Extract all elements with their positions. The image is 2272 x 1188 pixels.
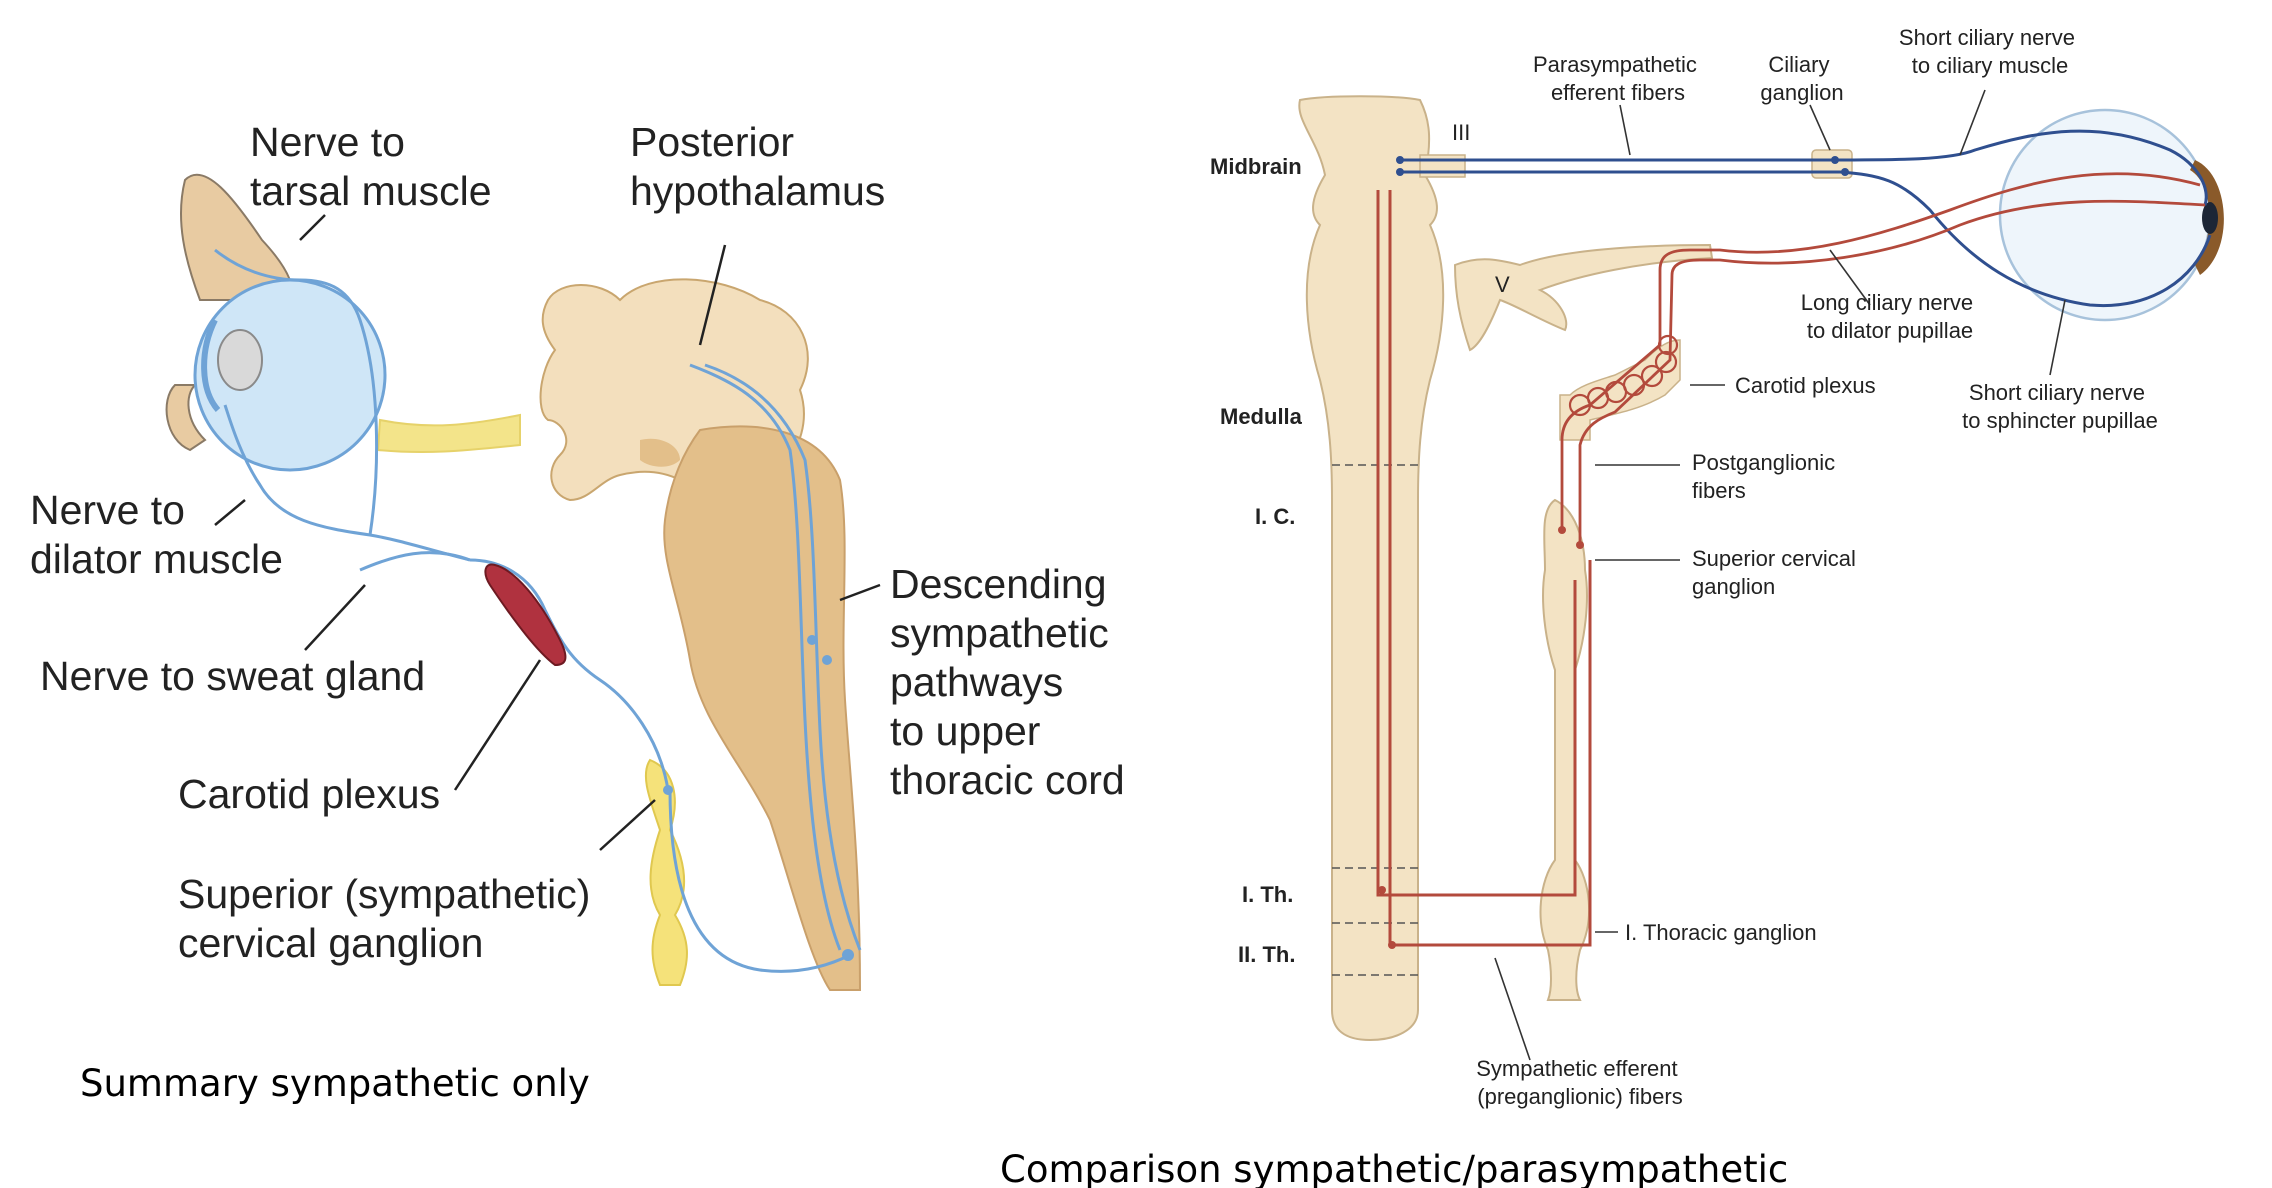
brainstem — [663, 425, 862, 991]
leader-ganglion — [599, 799, 656, 851]
carotid-plexus — [1559, 339, 1681, 441]
leader-sweat — [304, 584, 366, 651]
lens — [217, 329, 263, 391]
fiber-ganglion-to-carotid — [469, 558, 670, 791]
symp-post-b — [1578, 199, 2206, 545]
label-descending-pathways: Descending sympathetic pathways to upper… — [890, 561, 1125, 803]
ciliary-synapse-dot — [1841, 168, 1849, 176]
label-ic: I. C. — [1255, 504, 1295, 529]
cn3-exit — [1419, 154, 1466, 178]
optic-nerve — [376, 413, 521, 454]
fiber-to-sweat — [359, 551, 471, 572]
label-superior-ganglion: Superior (sympathetic) cervical ganglion — [178, 871, 602, 966]
label-postganglionic: Postganglionic fibers — [1692, 450, 1841, 503]
label-midbrain: Midbrain — [1210, 154, 1302, 179]
leader-tarsal — [299, 214, 326, 241]
symp-cord-dot — [1378, 886, 1386, 894]
label-long-ciliary: Long ciliary nerve to dilator pupillae — [1801, 290, 1980, 343]
synapse-dot — [807, 635, 817, 645]
para-fiber-a — [1400, 129, 2208, 206]
fiber-to-cord — [668, 789, 851, 973]
leader-dilator — [214, 499, 246, 526]
left-diagram: Nerve to tarsal muscle Posterior hypotha… — [30, 119, 1125, 1105]
pupil-right — [2202, 202, 2218, 234]
label-cn3: III — [1452, 120, 1470, 145]
descending-pathway-a — [689, 363, 842, 951]
symp-post-a — [1560, 172, 2201, 530]
leader-long-ciliary — [1829, 249, 1871, 306]
label-carotid-plexus-right: Carotid plexus — [1735, 373, 1876, 398]
right-diagram: Midbrain Medulla I. C. I. Th. II. Th. II… — [1000, 25, 2224, 1188]
leader-hypothalamus — [698, 244, 727, 346]
label-thoracic-ganglion: I. Thoracic ganglion — [1625, 920, 1817, 945]
leader-parasympathetic — [1619, 104, 1631, 156]
trigeminal-nerve — [1453, 243, 1714, 352]
symp-pre-b — [1388, 190, 1592, 947]
pituitary — [640, 438, 680, 467]
brainstem-cord — [1298, 95, 1445, 1042]
label-nerve-tarsal: Nerve to tarsal muscle — [250, 119, 492, 214]
symp-pre-a — [1376, 190, 1577, 897]
lower-lid-tissue — [165, 384, 207, 452]
iris-right — [2190, 160, 2224, 275]
fiber-to-tarsal — [214, 248, 379, 536]
leader-ciliary — [1809, 104, 1831, 151]
para-nucleus-dot — [1396, 168, 1404, 176]
caption-right: Comparison sympathetic/parasympathetic — [1000, 1148, 1788, 1188]
label-superior-cervical-right: Superior cervical ganglion — [1692, 546, 1862, 599]
label-posterior-hypothalamus: Posterior hypothalamus — [630, 119, 885, 214]
caption-left: Summary sympathetic only — [80, 1062, 590, 1105]
leader-short-ciliary-sphincter — [2049, 299, 2066, 376]
label-short-ciliary-sphincter: Short ciliary nerve to sphincter pupilla… — [1962, 380, 2158, 433]
leader-descending — [839, 583, 881, 602]
iris — [201, 318, 221, 413]
sympathetic-trunk — [1539, 498, 1591, 1001]
label-ciliary-ganglion: Ciliary ganglion — [1760, 52, 1843, 105]
para-nucleus-dot — [1396, 156, 1404, 164]
descending-pathway-b — [704, 363, 862, 951]
label-sympathetic-efferent: Sympathetic efferent (preganglionic) fib… — [1476, 1056, 1684, 1109]
fiber-to-eye — [223, 404, 471, 562]
label-short-ciliary-muscle: Short ciliary nerve to ciliary muscle — [1899, 25, 2081, 78]
para-fiber-b — [1400, 170, 2212, 308]
label-nerve-dilator: Nerve to dilator muscle — [30, 487, 283, 582]
label-cn5: V — [1495, 272, 1510, 297]
leader-carotid — [453, 659, 542, 791]
label-iith: II. Th. — [1238, 942, 1295, 967]
label-nerve-sweat: Nerve to sweat gland — [40, 653, 425, 699]
label-medulla: Medulla — [1220, 404, 1303, 429]
ciliary-synapse-dot — [1831, 156, 1839, 164]
label-ith: I. Th. — [1242, 882, 1293, 907]
leader-short-ciliary-muscle — [1959, 89, 1986, 156]
synapse-dot — [822, 655, 832, 665]
carotid-artery — [484, 563, 567, 667]
label-parasympathetic: Parasympathetic efferent fibers — [1533, 52, 1703, 105]
symp-cord-dot — [1388, 941, 1396, 949]
label-carotid-plexus: Carotid plexus — [178, 771, 440, 817]
leader-sympathetic-efferent — [1494, 957, 1531, 1061]
